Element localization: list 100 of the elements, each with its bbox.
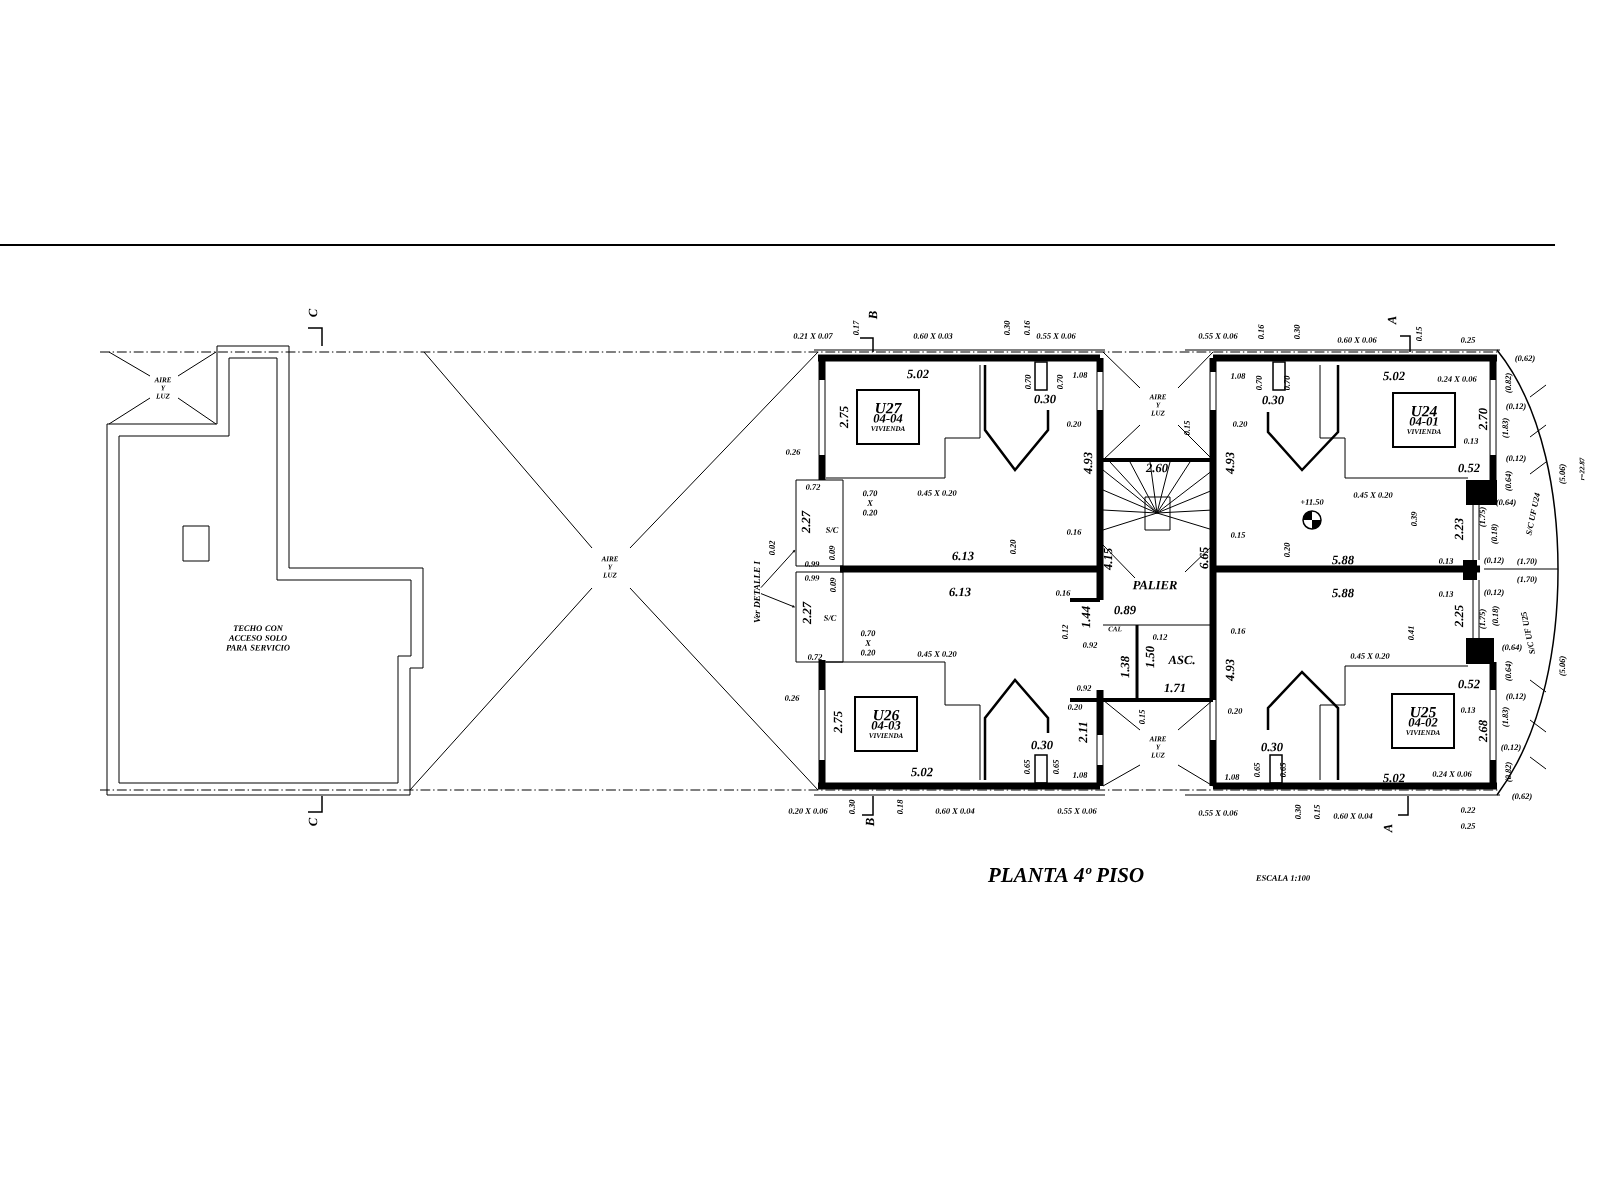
dimension-text: 0.16 [1024,320,1030,336]
dimension-text: 0.20 [1284,542,1290,558]
dimension-text: 0.70 X 0.20 [862,490,878,516]
dimension-text: 1.44 [1081,606,1091,628]
dimension-text: 2.27 [801,510,811,534]
dimension-text: 0.70 X 0.20 [860,630,876,656]
dimension-text: 2.60 [1145,463,1168,473]
dimension-text: 0.55 X 0.06 [1198,810,1238,816]
dimension-text: 1.08 [1072,772,1088,778]
dimension-text: 0.30 [1034,394,1056,404]
dimension-text: 2.27 [802,601,812,625]
dimension-text: 0.30 [1262,395,1284,405]
dimension-text: 1.50 [1145,646,1155,668]
dimension-text: 0.70 [1025,374,1031,390]
dimension-text: 0.15 [1184,420,1190,436]
dimension-text: 0.99 [804,561,820,567]
dimension-text: 0.92 [1076,685,1092,691]
dimension-text: 4.93 [1225,659,1235,682]
dimension-text: 0.30 [849,799,855,815]
room-label: ASC. [1167,655,1195,665]
dimension-text: 0.15 [1314,804,1320,820]
dimension-text: (1.75) [1479,609,1487,629]
dimension-text: 0.30 [1295,804,1301,820]
room-label: PALIER [1132,580,1177,590]
dimension-text: 0.72 [807,654,823,660]
dimension-text: 0.30 [1031,740,1053,750]
dimension-text: 0.45 X 0.20 [917,490,957,496]
dimension-text: 0.89 [1114,605,1136,615]
dimension-text: 0.45 X 0.20 [917,651,957,657]
dimension-text: (0.82) [1505,373,1513,393]
dimension-text: (1.75) [1479,507,1487,527]
dimension-text: 0.09 [829,545,835,561]
section-letter: C [308,817,318,826]
dimension-text: 0.70 [1256,375,1262,391]
dimension-text: 0.60 X 0.04 [1333,813,1373,819]
dimension-text: 6.65 [1199,547,1209,569]
section-letter: A [1387,316,1397,325]
dimension-text: 2.11 [1078,722,1088,743]
dimension-text: 0.45 X 0.20 [1350,653,1390,659]
dimension-text: 0.15 [1230,532,1246,538]
section-letter: A [1383,824,1393,833]
dimension-text: 0.25 [1460,823,1476,829]
dimension-text: (0.62) [1512,793,1532,801]
dimension-text: 5.02 [911,767,933,777]
dimension-text: 1.08 [1072,372,1088,378]
dimension-text: 0.30 [1261,742,1283,752]
section-letter: B [865,818,875,827]
dimension-text: (0.12) [1506,455,1526,463]
dimension-text: (1.83) [1502,707,1510,727]
dimension-text: (0.12) [1506,693,1526,701]
dimension-text: 0.55 X 0.06 [1198,333,1238,339]
dimension-text: (0.64) [1505,661,1513,681]
dimension-text: (0.64) [1505,471,1513,491]
dimension-text: 0.18 [897,799,903,815]
dimension-text: 0.02 [769,540,775,556]
dimension-text: 0.72 [805,484,821,490]
closet-box [795,571,844,663]
dimension-text: 4.93 [1083,452,1093,475]
dimension-text: (1.83) [1502,418,1510,438]
dimension-text: 0.65 [1280,762,1286,778]
dimension-text: 2.25 [1454,605,1464,628]
dimension-text: 0.24 X 0.06 [1432,771,1472,777]
dimension-text: 6.13 [952,551,974,561]
dimension-text: 0.60 X 0.06 [1337,337,1377,343]
dimension-text: 0.26 [785,449,801,455]
dimension-text: 0.30 [1004,320,1010,336]
dimension-text: (0.12) [1484,589,1504,597]
dimension-text: 0.16 [1230,628,1246,634]
dimension-text: 0.20 [1067,704,1083,710]
dimension-text: 4.15 [1103,548,1113,571]
dimension-text: 0.25 [1460,337,1476,343]
dimension-text: 2.70 [1478,408,1488,431]
area-label: TECHO CON ACCESO SOLO PARA SERVICIO [226,625,290,651]
dimension-text: (0.62) [1515,355,1535,363]
section-letter: C [308,308,318,317]
dimension-text: (5.06) [1559,464,1567,484]
dimension-text: 5.02 [1383,773,1405,783]
dimension-text: (0.18) [1492,606,1500,626]
dimension-text: 1.08 [1230,373,1246,379]
dimension-text: 0.60 X 0.03 [913,333,953,339]
dimension-text: 0.39 [1411,511,1417,527]
dimension-text: 0.16 [1258,324,1264,340]
section-letter: B [868,311,878,320]
title: PLANTA 4º PISO [987,867,1144,883]
dimension-text: 6.13 [949,587,971,597]
dimension-text: (5.06) [1559,656,1567,676]
dimension-text: 0.70 [1284,375,1290,391]
dimension-text: 0.12 [1152,634,1168,640]
dimension-text: (0.12) [1484,557,1504,565]
dimension-text: 0.13 [1463,438,1479,444]
dimension-text: 2.23 [1454,518,1464,541]
dimension-text: 0.52 [1458,463,1480,473]
dimension-text: (0.18) [1491,524,1499,544]
dimension-text: 0.17 [853,320,859,336]
dimension-text: 0.65 [1053,759,1059,775]
dimension-text: 4.93 [1225,452,1235,475]
dimension-text: 0.65 [1254,762,1260,778]
dimension-text: 0.55 X 0.06 [1036,333,1076,339]
leader-arrow [760,593,795,608]
dimension-text: S/C [825,527,839,533]
